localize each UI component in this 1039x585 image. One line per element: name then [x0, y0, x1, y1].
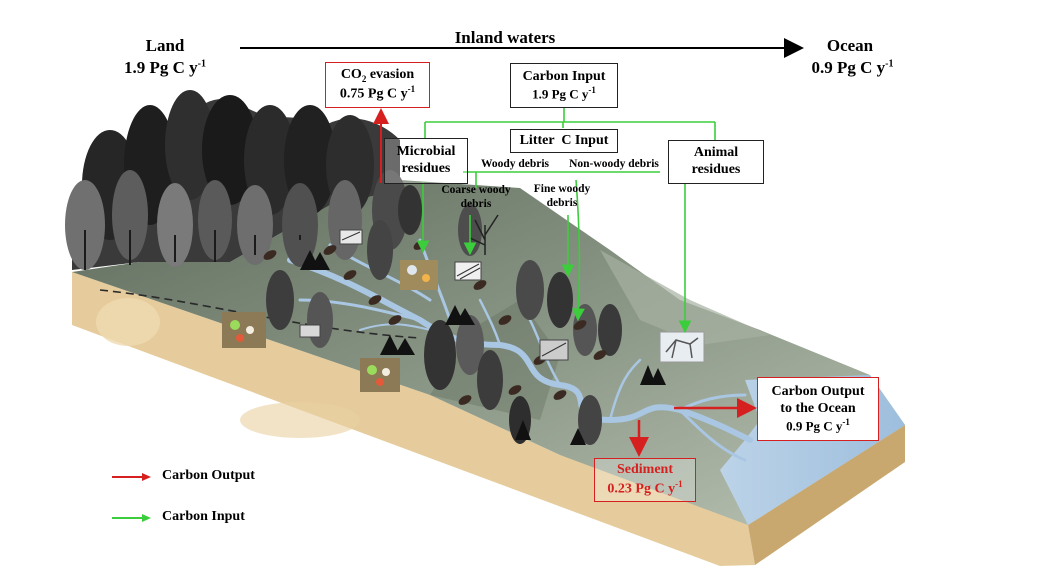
- legend-input-arrowhead: [142, 514, 151, 522]
- carbon-input-lines: [416, 107, 716, 334]
- litter-input-box: Litter C Input: [510, 129, 618, 153]
- legend-input-label: Carbon Input: [162, 509, 245, 524]
- forest-trees: [65, 90, 408, 270]
- co2-evasion-box: CO2 evasion 0.75 Pg C y-1: [325, 62, 430, 108]
- woody-debris-label: Woody debris: [480, 158, 550, 170]
- carbon-output-ocean-box: Carbon Output to the Ocean 0.9 Pg C y-1: [757, 377, 879, 441]
- legend-input-arrow: [112, 517, 142, 519]
- animal-residues-box: Animal residues: [668, 140, 764, 184]
- snag-tree: [469, 214, 499, 255]
- legend-output-arrow: [112, 476, 142, 478]
- land-flux: 1.9 Pg C y-1: [123, 58, 206, 77]
- ocean-flux: 0.9 Pg C y-1: [811, 58, 894, 77]
- sediment-box: Sediment 0.23 Pg C y-1: [594, 458, 696, 502]
- log-piles: [299, 229, 569, 361]
- animal-image: [659, 331, 705, 363]
- land-title: Land: [145, 36, 185, 55]
- fine-woody-debris-label: Fine woody debris: [533, 183, 591, 209]
- legend-output-arrowhead: [142, 473, 151, 481]
- ocean-title: Ocean: [826, 36, 874, 55]
- carbon-input-box: Carbon Input 1.9 Pg C y-1: [510, 63, 618, 108]
- microbial-residues-box: Microbial residues: [384, 138, 468, 184]
- non-woody-debris-label: Non-woody debris: [569, 158, 659, 170]
- legend-output-label: Carbon Output: [162, 468, 255, 483]
- coarse-woody-debris-label: Coarse woody debris: [441, 184, 511, 210]
- inland-waters-title: Inland waters: [454, 28, 556, 47]
- microbe-images: [222, 260, 438, 392]
